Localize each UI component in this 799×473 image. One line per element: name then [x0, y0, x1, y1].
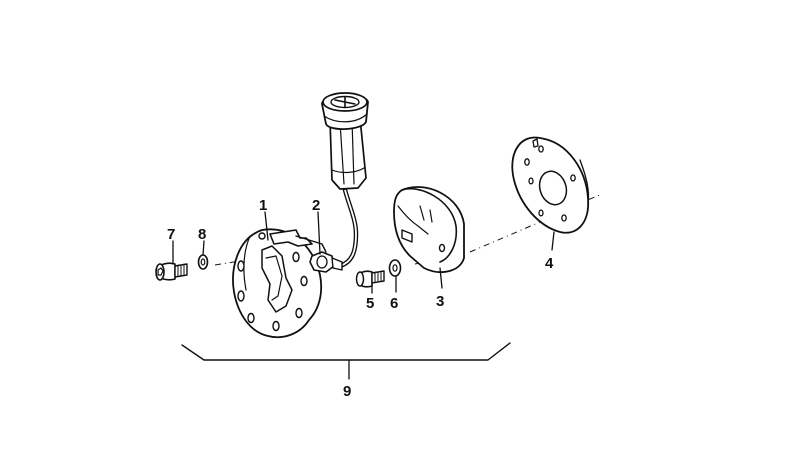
leader-4	[551, 231, 555, 251]
callout-1: 1	[259, 197, 267, 214]
callout-5: 5	[366, 295, 374, 312]
leader-3	[439, 267, 443, 289]
callout-labels: 1 2 3 4 5 6 7 8 9	[167, 197, 554, 400]
callout-9: 9	[343, 383, 351, 400]
leader-1	[264, 211, 269, 241]
part-1-base-plate	[232, 228, 327, 339]
callout-7: 7	[167, 226, 175, 243]
callout-8: 8	[198, 226, 206, 243]
assembly-bracket	[181, 342, 511, 361]
callout-4: 4	[545, 255, 554, 272]
callout-3: 3	[436, 293, 444, 310]
part-8-washer	[197, 254, 209, 270]
leader-8	[202, 240, 205, 256]
leader-2	[317, 211, 321, 255]
part-7-bolt	[155, 262, 188, 281]
part-5-bolt	[355, 270, 385, 288]
part-2-sensor-cable	[309, 92, 369, 273]
callout-6: 6	[390, 295, 398, 312]
leader-lines	[172, 211, 555, 380]
callout-2: 2	[312, 197, 320, 214]
part-6-washer	[388, 259, 402, 277]
part-4-disc-plate	[511, 136, 590, 234]
part-3-cup-housing	[393, 186, 465, 273]
